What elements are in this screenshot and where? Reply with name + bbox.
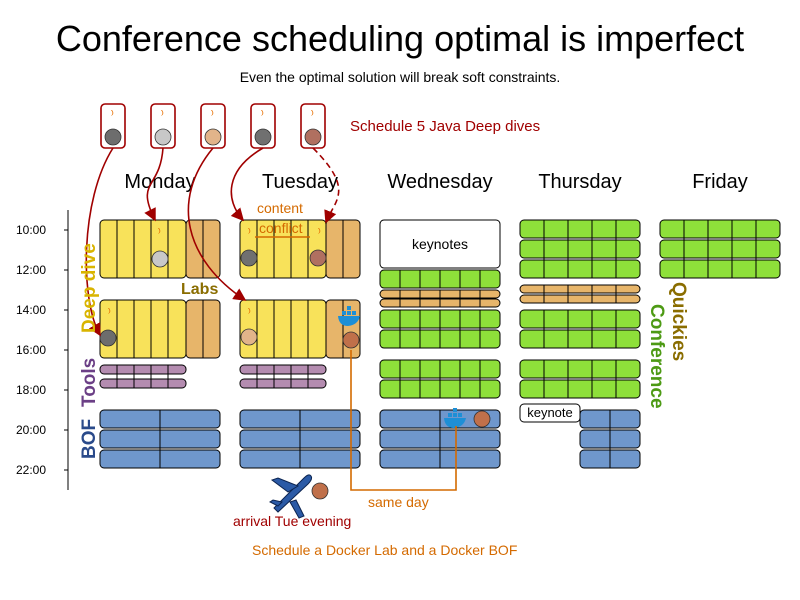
- airplane-icon: [269, 474, 313, 519]
- time-label: 16:00: [16, 343, 47, 357]
- monday-labs-morning: [185, 219, 221, 279]
- wednesday-conference-morning: [379, 269, 501, 289]
- day-wednesday: Wednesday: [387, 171, 493, 193]
- thursday-quickies: [519, 284, 641, 304]
- day-tuesday: Tuesday: [262, 171, 338, 193]
- thursday-bof: [579, 409, 641, 469]
- same-day-bracket: [350, 350, 457, 491]
- conference-label: Conference: [646, 304, 667, 409]
- tuesday-bof: [239, 409, 361, 469]
- thursday-conference-morning: [519, 219, 641, 279]
- day-monday: Monday: [124, 171, 196, 193]
- avatar: [99, 249, 491, 500]
- day-thursday: Thursday: [538, 171, 622, 193]
- time-label: 18:00: [16, 383, 47, 397]
- arrival-label: arrival Tue evening: [233, 513, 352, 529]
- arrow-speaker1: [85, 147, 114, 337]
- monday-deep-dive-morning: [99, 219, 187, 279]
- page-title: Conference scheduling optimal is imperfe…: [55, 18, 745, 59]
- java-icon: [111, 110, 314, 116]
- wednesday-keynotes-box: [379, 219, 501, 269]
- keynotes-label: keynotes: [411, 236, 469, 252]
- docker-icon: [444, 408, 466, 428]
- docker-icon: [338, 306, 360, 326]
- monday-tools: [99, 364, 187, 389]
- quickies-label: Quickies: [668, 282, 689, 362]
- bof-label: BOF: [79, 418, 100, 459]
- monday-labs-afternoon: [185, 299, 221, 359]
- arrow-speaker5: [312, 147, 340, 224]
- time-label: 10:00: [16, 223, 47, 237]
- keynote-label: keynote: [527, 405, 573, 420]
- tuesday-deep-dive-afternoon: [239, 299, 327, 359]
- wednesday-bof: [379, 409, 501, 469]
- tuesday-labs-morning: [325, 219, 361, 279]
- java-icon: [108, 228, 321, 314]
- same-day-label: same day: [368, 494, 429, 510]
- content-conflict-label: conflict: [259, 220, 303, 236]
- deep-dive-label: Deep dive: [79, 243, 100, 333]
- java-deep-dives-note: Schedule 5 Java Deep dives: [350, 118, 541, 135]
- tuesday-labs-afternoon: [325, 299, 361, 359]
- time-label: 12:00: [16, 263, 47, 277]
- arrow-speaker4: [230, 147, 264, 222]
- arrow-speaker3: [187, 147, 247, 301]
- thursday-conference-afternoon: [519, 309, 641, 399]
- time-label: 22:00: [16, 463, 47, 477]
- friday-conference: [659, 219, 781, 279]
- tools-label: Tools: [79, 357, 100, 407]
- labs-label: Labs: [181, 281, 219, 298]
- wednesday-conference-midday: [379, 309, 501, 399]
- day-friday: Friday: [692, 171, 748, 193]
- page-subtitle: Even the optimal solution will break sof…: [239, 69, 561, 85]
- monday-deep-dive-afternoon: [99, 299, 187, 359]
- arrow-speaker2: [144, 147, 164, 222]
- avatar: [104, 128, 322, 146]
- time-label: 14:00: [16, 303, 47, 317]
- tuesday-tools: [239, 364, 327, 389]
- monday-bof: [99, 409, 221, 469]
- time-label: 20:00: [16, 423, 47, 437]
- docker-footer-note: Schedule a Docker Lab and a Docker BOF: [252, 542, 518, 558]
- wednesday-quickies: [379, 289, 501, 308]
- content-conflict-label: content: [257, 200, 303, 216]
